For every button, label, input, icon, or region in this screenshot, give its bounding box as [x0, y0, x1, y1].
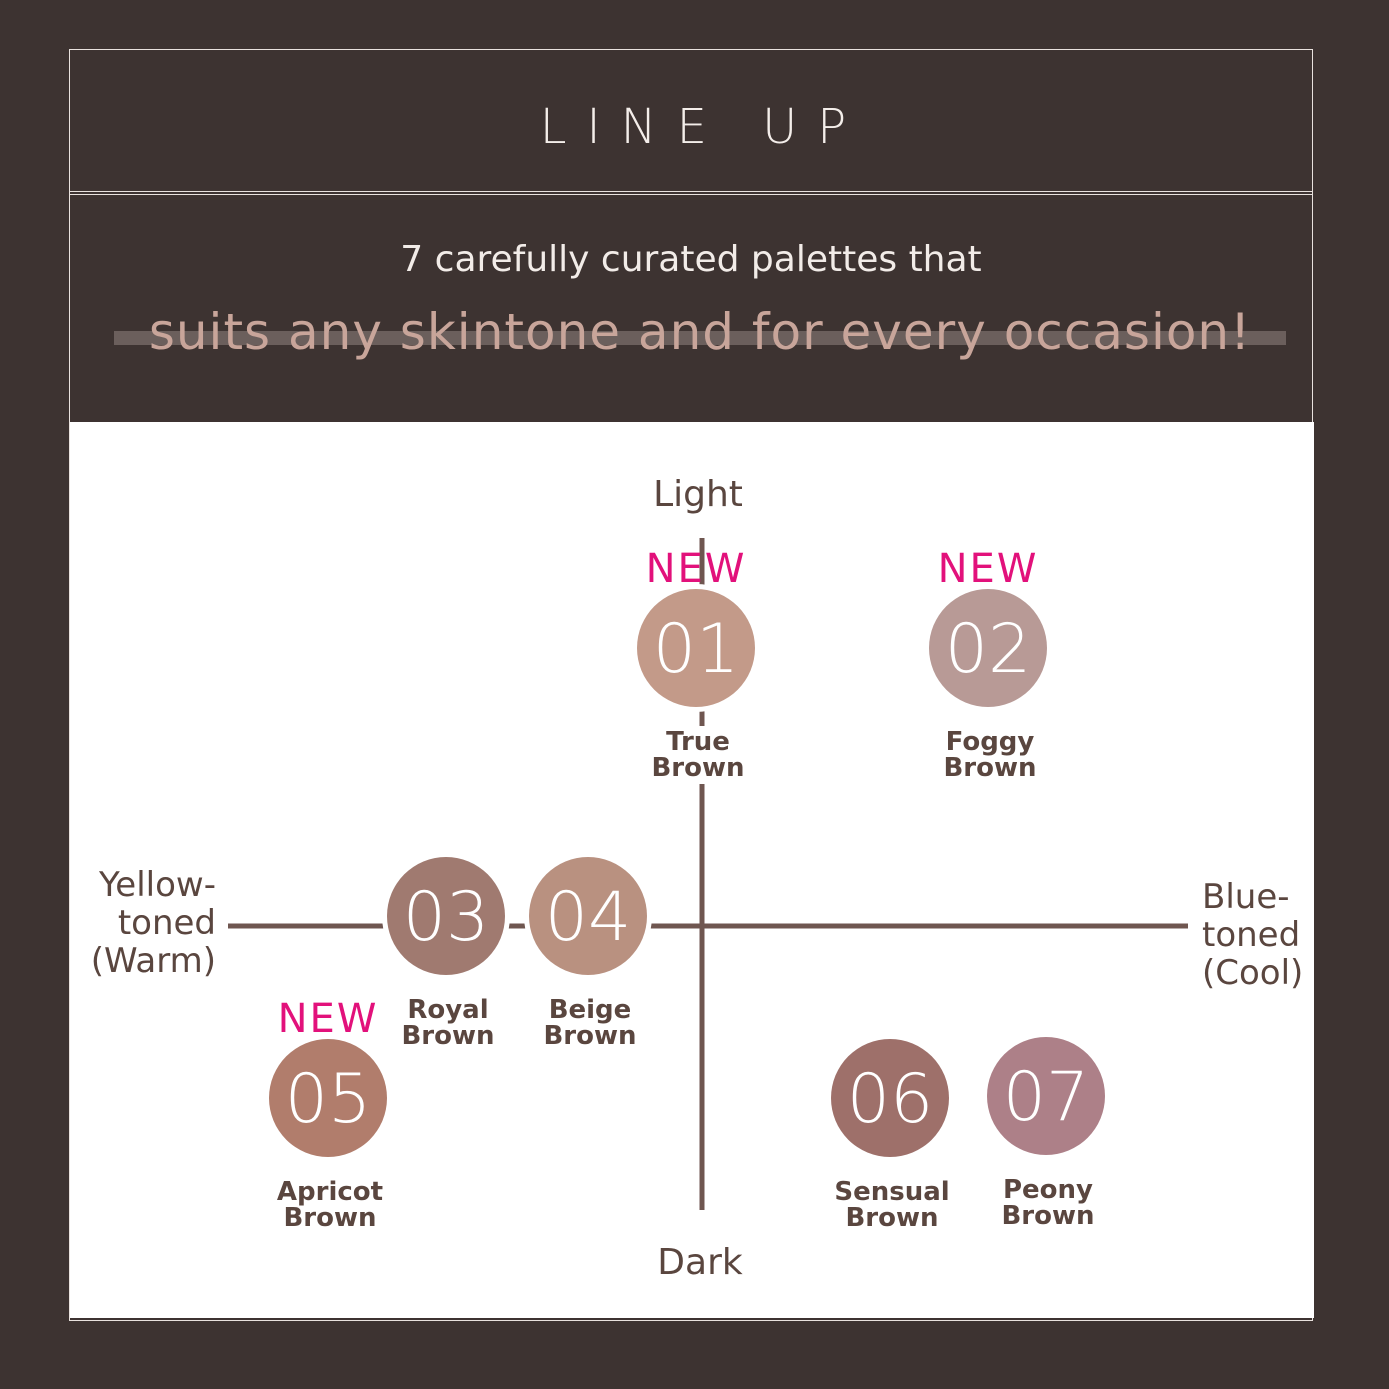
- palette-01-label-backing: [646, 726, 746, 784]
- palette-03-swatch: [387, 857, 505, 975]
- palette-01-name-line-1: True: [666, 727, 730, 757]
- palette-03-name-line-1: Royal: [407, 995, 488, 1025]
- palette-06-number: 06: [847, 1060, 934, 1139]
- palette-07-swatch: [987, 1037, 1105, 1155]
- tagline-line2: suits any skintone and for every occasio…: [148, 303, 1252, 361]
- header: LINE UP: [70, 50, 1312, 192]
- palette-01-swatch: [637, 589, 755, 707]
- palette-05-swatch: [269, 1039, 387, 1157]
- palette-01-name-line-2: Brown: [651, 753, 744, 783]
- diagram-panel: Light Dark Yellow- toned (Warm) Blue- to…: [70, 422, 1314, 1318]
- axis-label-dark: Dark: [657, 1242, 743, 1283]
- palette-06-name-line-2: Brown: [845, 1203, 938, 1233]
- palette-02-swatch: [929, 589, 1047, 707]
- axis-label-warm-1: Yellow-: [98, 865, 216, 905]
- palette-02-name-line-2: Brown: [943, 753, 1036, 783]
- palette-05-number: 05: [285, 1060, 372, 1139]
- palette-02-new-badge: NEW: [938, 546, 1039, 592]
- palette-04-number: 04: [545, 878, 632, 957]
- axis-label-cool-3: (Cool): [1202, 953, 1303, 993]
- palette-07-name-line-2: Brown: [1001, 1201, 1094, 1231]
- palette-02-name-line-1: Foggy: [946, 727, 1035, 757]
- palette-group: 01TrueBrownNEW02FoggyBrownNEW03RoyalBrow…: [264, 546, 1110, 1233]
- tagline: 7 carefully curated palettes that suits …: [70, 194, 1312, 422]
- palette-07-number: 07: [1003, 1058, 1090, 1137]
- palette-05-name-line-1: Apricot: [277, 1177, 383, 1207]
- tagline-line2-wrap: suits any skintone and for every occasio…: [114, 301, 1286, 371]
- tagline-highlight-bar: [114, 331, 1286, 345]
- palette-05-name-line-2: Brown: [283, 1203, 376, 1233]
- palette-06-swatch: [831, 1039, 949, 1157]
- palette-03-number: 03: [403, 878, 490, 957]
- axis-label-warm-2: toned: [118, 903, 216, 943]
- palette-03-name-line-2: Brown: [401, 1021, 494, 1051]
- palette-04-name-line-1: Beige: [549, 995, 632, 1025]
- axis-label-cool-1: Blue-: [1202, 877, 1290, 917]
- axis-label-cool-2: toned: [1202, 915, 1300, 955]
- palette-05-new-badge: NEW: [278, 996, 379, 1042]
- palette-01-number: 01: [653, 610, 740, 689]
- axis-label-warm-3: (Warm): [91, 941, 216, 981]
- palette-07-name-line-1: Peony: [1003, 1175, 1093, 1205]
- palette-01-new-badge: NEW: [646, 546, 747, 592]
- tagline-line1: 7 carefully curated palettes that: [400, 239, 982, 280]
- axis-label-light: Light: [653, 474, 743, 515]
- palette-02-number: 02: [945, 610, 1032, 689]
- page-title: LINE UP: [539, 98, 867, 155]
- palette-04-swatch: [529, 857, 647, 975]
- skintone-diagram: Light Dark Yellow- toned (Warm) Blue- to…: [91, 474, 1304, 1283]
- palette-04-name-line-2: Brown: [543, 1021, 636, 1051]
- palette-06-name-line-1: Sensual: [834, 1177, 949, 1207]
